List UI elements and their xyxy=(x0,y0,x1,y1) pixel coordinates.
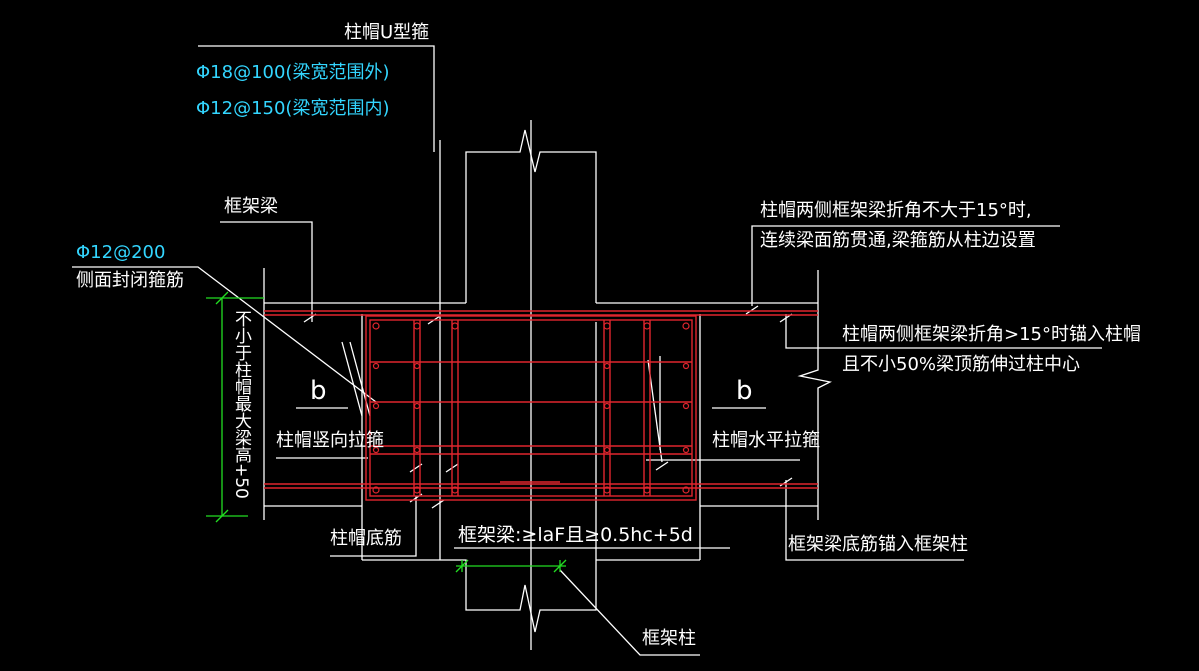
leader-frame-column xyxy=(559,569,700,656)
label-side-spec: Φ12@200 xyxy=(76,242,166,263)
leader-bottom-anchor xyxy=(785,480,964,561)
label-cap-horizontal-tie: 柱帽水平拉箍 xyxy=(712,430,820,451)
dimensions-green xyxy=(206,291,567,573)
label-note-bend-small-1: 柱帽两侧框架梁折角不大于15°时, xyxy=(760,200,1032,221)
section-b-right: b xyxy=(736,376,753,406)
lower-column-outline xyxy=(440,559,597,633)
leader-frame-beam xyxy=(220,221,313,322)
leader-u-stirrup xyxy=(198,45,435,152)
leader-bottom-bar xyxy=(330,496,417,557)
right-beam-break xyxy=(797,270,832,520)
label-frame-beam-len: 框架梁:≥laF且≥0.5hc+5d xyxy=(458,524,693,546)
label-frame-beam: 框架梁 xyxy=(224,196,278,217)
label-u-spec-outer: Φ18@100(梁宽范围外) xyxy=(196,62,390,83)
label-cap-vertical-tie: 柱帽竖向拉箍 xyxy=(276,430,384,451)
label-note-bend-large-1: 柱帽两侧框架梁折角>15°时锚入柱帽 xyxy=(842,324,1141,345)
outline-white xyxy=(72,45,1102,656)
label-side-closed: 侧面封闭箍筋 xyxy=(76,270,184,291)
label-cap-bottom-bar: 柱帽底筋 xyxy=(330,528,402,549)
rebar-red xyxy=(264,310,818,501)
label-note-bend-small-2: 连续梁面筋贯通,梁箍筋从柱边设置 xyxy=(760,230,1036,251)
label-frame-column: 框架柱 xyxy=(642,628,696,649)
leader-bend-large xyxy=(785,314,1102,349)
rebar-dots xyxy=(372,322,690,494)
label-u-stirrup: 柱帽U型箍 xyxy=(344,22,430,43)
section-b-left: b xyxy=(310,376,327,406)
label-vertical-dim: 不小于柱帽最大梁高+50 xyxy=(231,310,251,499)
leader-side-stirrup xyxy=(72,266,377,403)
upper-column-outline xyxy=(465,129,597,303)
label-u-spec-inner: Φ12@150(梁宽范围内) xyxy=(196,98,390,119)
label-bottom-anchor: 框架梁底筋锚入框架柱 xyxy=(788,534,968,555)
label-note-bend-large-2: 且不小50%梁顶筋伸过柱中心 xyxy=(842,354,1081,375)
leader-bend-small xyxy=(751,225,1060,306)
